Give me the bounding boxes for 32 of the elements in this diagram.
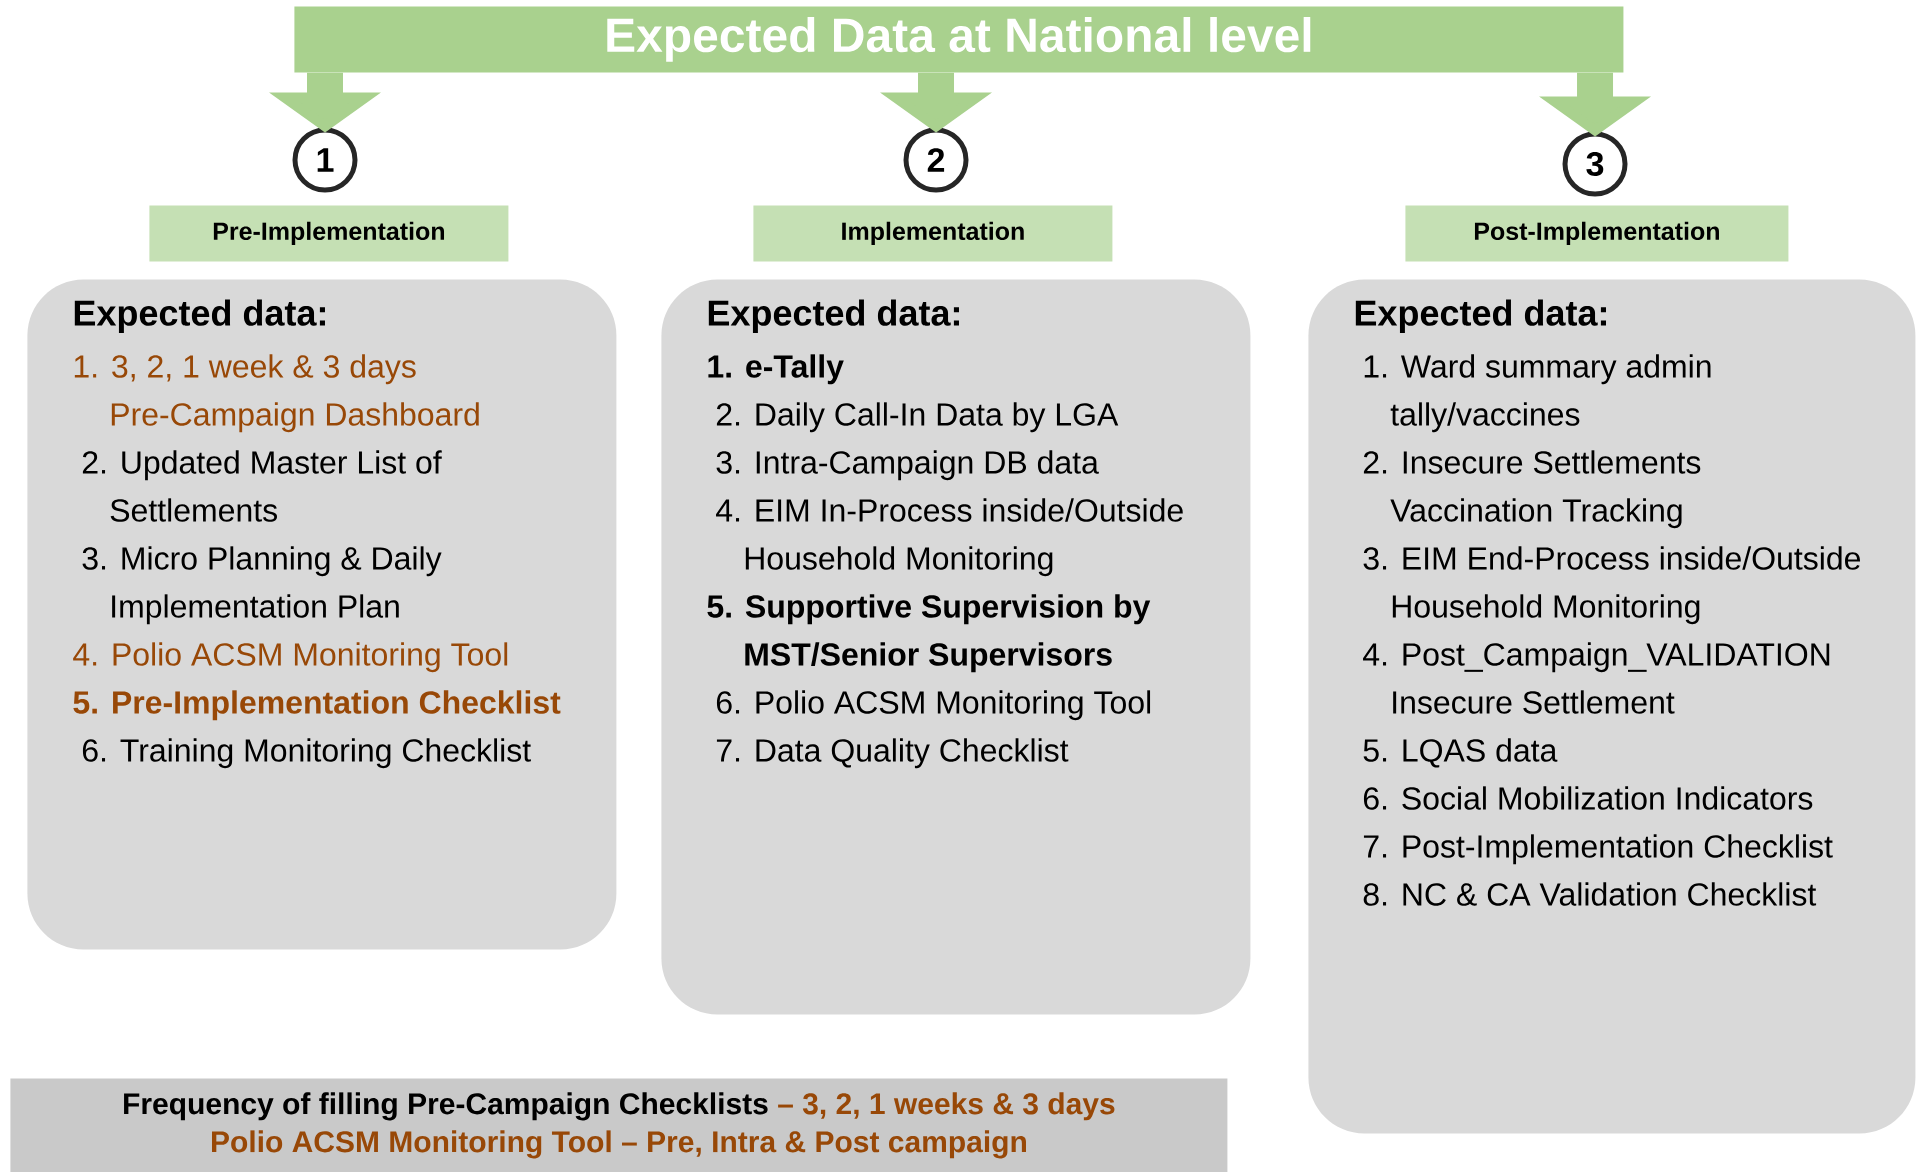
- list-item: 2. Updated Master List of Settlements: [82, 450, 442, 522]
- phase-box: Post-Implementation: [1405, 205, 1789, 262]
- card-heading: Expected data:: [74, 299, 325, 333]
- list-item: 1. Ward summary admin tally/vaccines: [1364, 354, 1711, 433]
- list-item: 2. Insecure Settlements Vaccination Tracking: [1363, 450, 1701, 529]
- card: [661, 279, 1251, 1015]
- card-heading: Expected data:: [1355, 299, 1606, 333]
- phase-box: Implementation: [753, 205, 1113, 262]
- card: [1308, 279, 1916, 1134]
- card: [27, 279, 617, 950]
- list-item: 7. Post-Implementation Checklist: [1363, 834, 1833, 865]
- list-item: 4. EIM In-Process inside/Outside Household Monitoring: [716, 498, 1183, 577]
- list-item: 1. e-Tally: [708, 354, 844, 385]
- list-item: 4. Post_Campaign_VALIDATION Insecure Settlement: [1363, 642, 1830, 714]
- list-item: 3. EIM End-Process inside/Outside Household Monitoring: [1363, 546, 1861, 625]
- list-item: 2. Daily Call-In Data by LGA: [716, 402, 1119, 433]
- phase-box: Pre-Implementation: [149, 205, 509, 262]
- list-item: 8. NC & CA Validation Checklist: [1363, 882, 1817, 906]
- list-item: 3. Intra-Campaign DB data: [716, 450, 1099, 481]
- list-item: 6. Polio ACSM Monitoring Tool: [716, 690, 1151, 721]
- list-item: 5. LQAS data: [1363, 738, 1558, 768]
- title-banner: Expected Data at National level: [294, 6, 1624, 73]
- list-item: 5. Supportive Supervision by MST/Senior Supervisors: [707, 594, 1151, 673]
- list-item: 3. Micro Planning & Daily Implementation Plan: [82, 546, 442, 625]
- list-item: 6. Social Mobilization Indicators: [1363, 786, 1813, 810]
- list-item: 7. Data Quality Checklist: [716, 738, 1069, 769]
- note-band: Frequency of filling Pre-Campaign Checklists – 3, 2, 1 weeks & 3 days Polio ACSM Monitoring Tool – Pre, Intra & Post campaign: [10, 1078, 1228, 1172]
- list-item: 6. Training Monitoring Checklist: [82, 738, 531, 769]
- list-item: 5. Pre-Implementation Checklist: [73, 690, 561, 721]
- list-item: 1. 3, 2, 1 week & 3 days Pre-Campaign Dashboard: [74, 354, 479, 433]
- card-heading: Expected data:: [708, 299, 959, 333]
- list-item: 4. Polio ACSM Monitoring Tool: [73, 642, 508, 673]
